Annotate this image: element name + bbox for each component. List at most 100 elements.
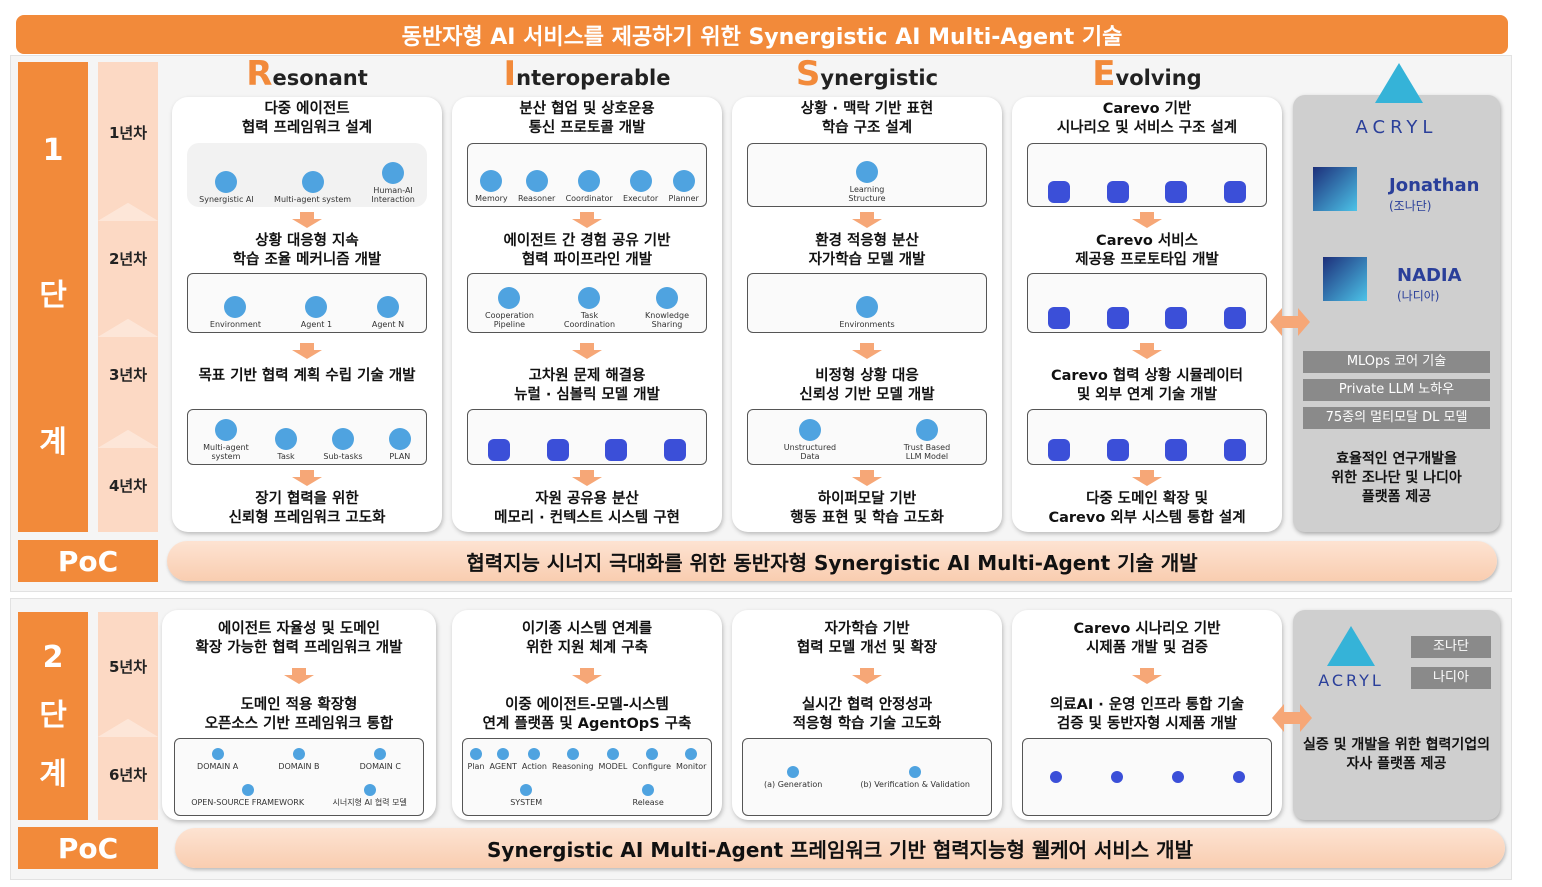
down-arrow-icon	[1132, 668, 1162, 684]
illustration-caption: Reasoner	[517, 194, 556, 203]
illustration-item: SYSTEM	[510, 783, 543, 807]
platform-badge: 나디아	[1411, 667, 1491, 689]
figure-icon	[856, 296, 878, 318]
year-label: 4년차	[108, 477, 148, 495]
down-arrow-icon	[852, 470, 882, 486]
illustration-item: Task Coordination	[564, 287, 615, 329]
agent-icon	[1165, 439, 1188, 461]
agent-icon	[605, 439, 628, 461]
illustration-item: DOMAIN B	[278, 747, 320, 771]
column-header-initial: E	[1092, 54, 1116, 94]
illustration-caption: Agent 1	[300, 320, 333, 329]
illustration-item: Unstructured Data	[784, 419, 836, 461]
stage2-label-char: 단	[39, 697, 67, 733]
figure-icon	[214, 419, 237, 441]
illustration-caption: Environments	[839, 320, 895, 329]
column-header-initial: I	[503, 54, 517, 94]
illustration-item: Monitor	[676, 747, 707, 771]
illustration: (a) Generation(b) Verification & Validat…	[742, 738, 992, 816]
figure-icon	[566, 747, 579, 760]
down-arrow-icon	[572, 343, 602, 359]
robot-icon	[1171, 771, 1184, 783]
illustration-caption: (b) Verification & Validation	[860, 779, 970, 789]
illustration-item: DOMAIN A	[197, 747, 238, 771]
illustration-caption: SYSTEM	[510, 797, 543, 807]
robot-icon	[663, 439, 686, 461]
double-arrow-icon	[1270, 308, 1310, 336]
illustration-caption: Multi-agent system	[274, 195, 352, 204]
column-header-esonant: Resonant	[172, 55, 442, 93]
agent-icon	[1106, 307, 1129, 329]
agent-icon	[488, 439, 511, 461]
task-title: 실시간 협력 안정성과 적응형 학습 기술 고도화	[792, 697, 942, 732]
chevron-divider	[98, 203, 158, 221]
acryl-logo-text: ACRYL	[1355, 117, 1438, 138]
figure-icon	[856, 161, 878, 183]
arrow-shaft	[1284, 712, 1300, 724]
down-arrow-icon	[1132, 212, 1162, 228]
task-title: Carevo 협력 상황 시뮬레이터 및 외부 연계 기술 개발	[1050, 368, 1244, 403]
illustration-item: Synergistic AI	[199, 171, 254, 204]
stage2-card-ynergistic: 자가학습 기반 협력 모델 개선 및 확장 (a) Generation(b) V…	[732, 610, 1002, 820]
agent-icon	[1048, 439, 1071, 461]
down-arrow-icon	[284, 668, 314, 684]
agent-icon	[1048, 307, 1071, 329]
feature-badge: 75종의 멀티모달 DL 모델	[1303, 407, 1490, 429]
robot-icon	[1106, 439, 1129, 461]
illustration-item: Action	[522, 747, 547, 771]
illustration-item: Multi-agent system	[274, 171, 351, 204]
feature-badge: MLOps 코어 기술	[1303, 351, 1490, 373]
figure-icon	[480, 170, 503, 192]
robot-icon	[1232, 771, 1245, 783]
illustration-item: 시너지형 AI 협력 모델	[332, 783, 407, 807]
task-title: 자가학습 기반 협력 모델 개선 및 확장	[796, 621, 938, 656]
down-arrow-icon	[1132, 470, 1162, 486]
down-arrow-icon	[292, 212, 322, 228]
illustration-caption: PLAN	[389, 452, 411, 461]
task-title: Carevo 서비스 제공용 프로토타입 개발	[1075, 233, 1219, 268]
figure-icon	[211, 747, 224, 760]
figure-icon	[301, 171, 324, 193]
illustration-caption: Unstructured Data	[783, 443, 837, 461]
illustration-caption: Trust Based LLM Model	[903, 443, 951, 461]
illustration-item: Cooperation Pipeline	[485, 287, 534, 329]
down-arrow-icon	[572, 668, 602, 684]
down-arrow-icon	[572, 470, 602, 486]
illustration-caption: Plan	[467, 761, 485, 771]
illustration-caption: Monitor	[676, 761, 707, 771]
illustration-item: Agent 1	[301, 296, 332, 329]
illustration-item: Task	[275, 428, 298, 461]
poc-label-stage1: PoC	[18, 540, 158, 582]
agent-icon	[1165, 307, 1188, 329]
illustration-caption: Knowledge Sharing	[645, 311, 689, 329]
chevron-divider	[98, 430, 158, 448]
illustration-item: Reasoner	[518, 170, 555, 203]
down-arrow-icon	[852, 212, 882, 228]
task-title: 고차원 문제 해결용 뉴럴 · 심볼릭 모델 개발	[514, 368, 660, 403]
illustration-caption: Learning Structure	[848, 185, 886, 203]
figure-icon	[520, 783, 533, 796]
figure-icon	[787, 765, 800, 778]
figure-icon	[528, 747, 541, 760]
illustration-item: Memory	[475, 170, 508, 203]
illustration	[1022, 738, 1272, 816]
illustration-item: Human-AI Interaction	[371, 162, 415, 204]
illustration-item: DOMAIN C	[360, 747, 401, 771]
robot-icon	[1106, 307, 1129, 329]
illustration-caption: Human-AI Interaction	[371, 186, 415, 204]
illustration-item: Agent N	[372, 296, 404, 329]
column-header-rest: esonant	[272, 66, 368, 90]
illustration-caption: Agent N	[371, 320, 405, 329]
agent-icon	[1232, 771, 1245, 783]
illustration-item: AGENT	[489, 747, 517, 771]
down-arrow-icon	[292, 470, 322, 486]
